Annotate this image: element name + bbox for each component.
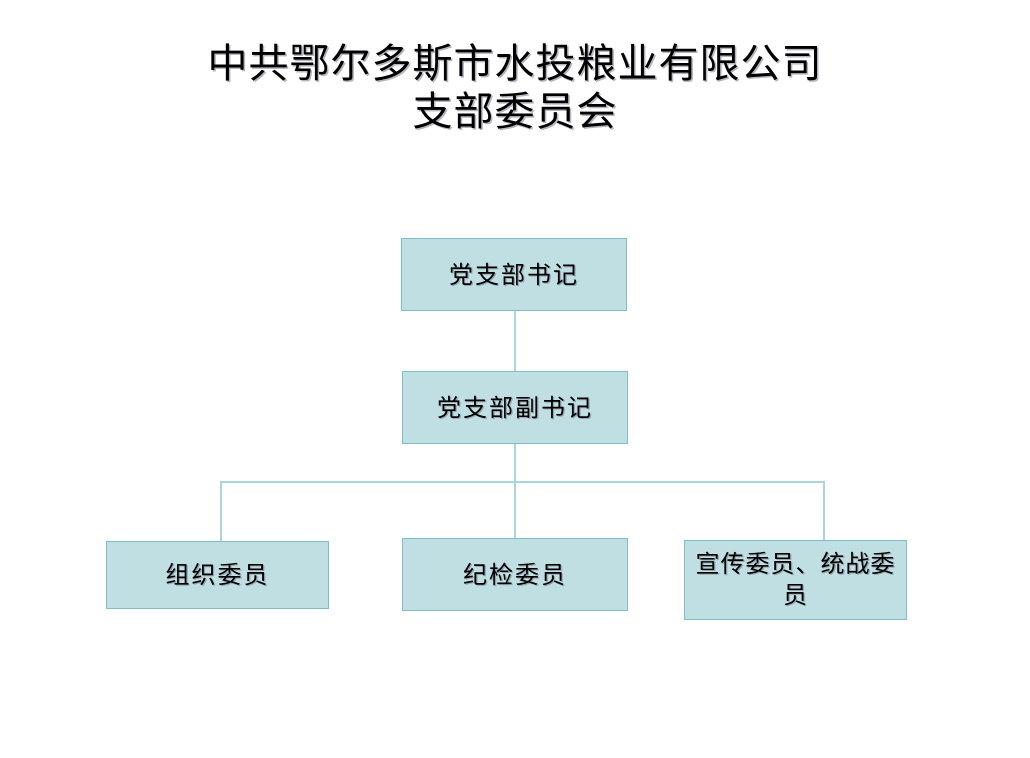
node-party-branch-deputy-secretary[interactable]: 党支部副书记 — [402, 371, 628, 444]
connector-horizontal-bus — [221, 481, 825, 483]
node-organization-commissioner[interactable]: 组织委员 — [106, 541, 329, 609]
page-title: 中共鄂尔多斯市水投粮业有限公司 支部委员会 — [0, 40, 1030, 136]
page-title-line-2: 支部委员会 — [412, 89, 618, 135]
node-propaganda-and-united-front-commissioner[interactable]: 宣传委员、统战委员 — [684, 540, 907, 620]
connector-deputy-trunk — [514, 444, 516, 482]
node-label: 宣传委员、统战委员 — [695, 550, 896, 609]
node-discipline-inspection-commissioner[interactable]: 纪检委员 — [402, 538, 628, 611]
connector-drop-discipline — [514, 481, 516, 539]
node-label: 党支部副书记 — [437, 393, 593, 422]
node-label: 组织委员 — [165, 561, 270, 589]
node-label: 党支部书记 — [449, 260, 579, 289]
page-title-line-1: 中共鄂尔多斯市水投粮业有限公司 — [207, 41, 823, 87]
node-label: 纪检委员 — [463, 560, 567, 589]
connector-secretary-to-deputy — [514, 311, 516, 372]
connector-drop-propaganda — [823, 481, 825, 541]
connector-drop-organization — [220, 481, 222, 542]
node-party-branch-secretary[interactable]: 党支部书记 — [401, 238, 627, 311]
